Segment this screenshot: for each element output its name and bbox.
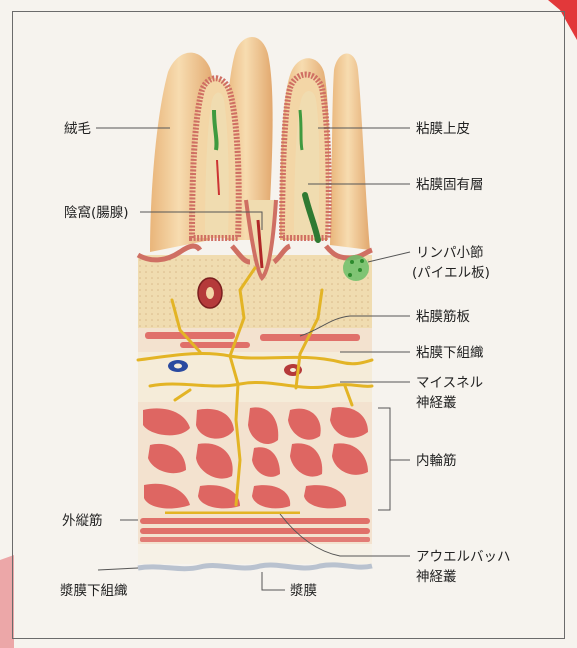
figure-frame (12, 11, 565, 639)
